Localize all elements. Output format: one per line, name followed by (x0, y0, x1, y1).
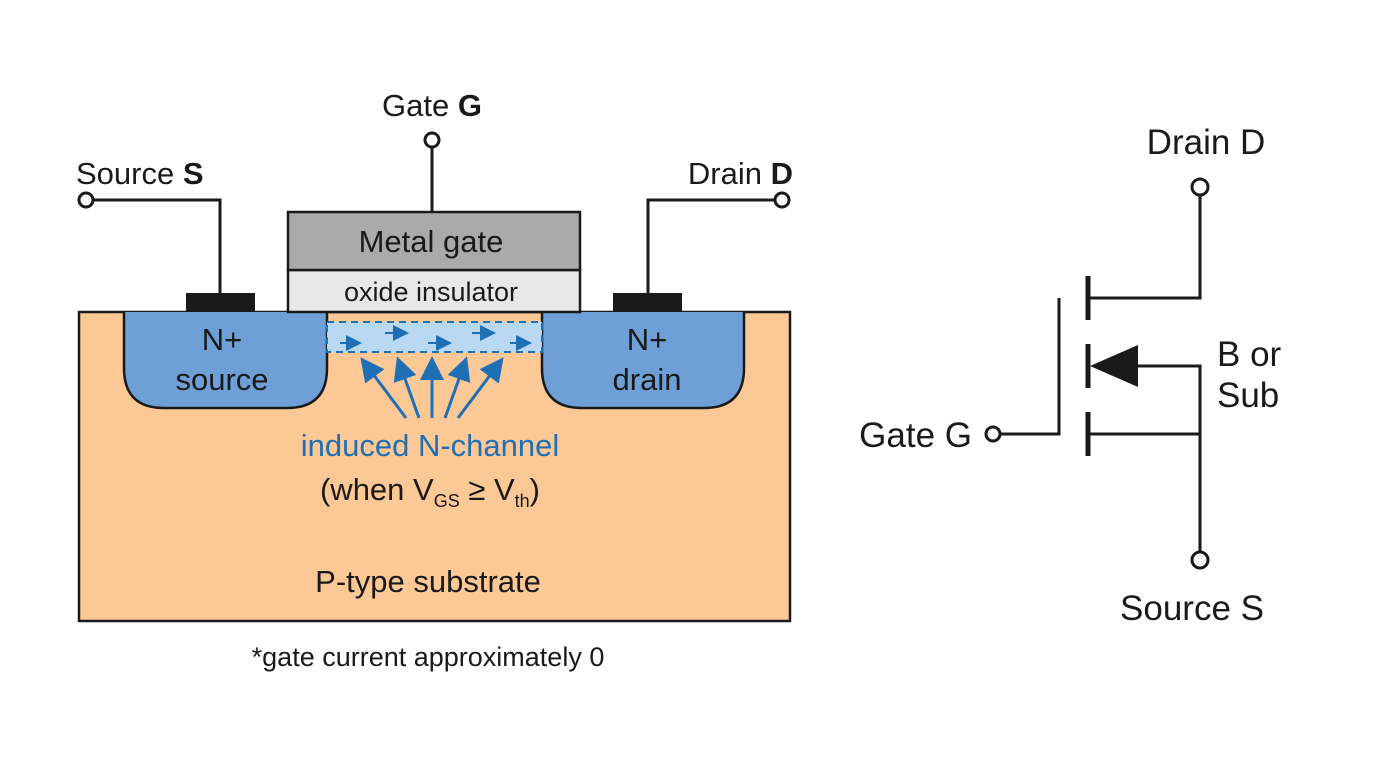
substrate-label: P-type substrate (315, 564, 541, 599)
drain-terminal-node (773, 191, 791, 209)
n-plus-source-region (122, 312, 329, 410)
drain-terminal-label: Drain D (688, 156, 793, 191)
oxide-label: oxide insulator (344, 277, 518, 307)
electron-flow-arrows (340, 325, 532, 351)
nmos-symbol: Drain D Gate G Source S B or Sub (859, 123, 1281, 628)
symbol-gate-terminal (984, 425, 1002, 443)
footnote: *gate current approximately 0 (252, 642, 605, 672)
drain-region-name: drain (613, 362, 682, 397)
symbol-body-label-line2: Sub (1217, 376, 1279, 415)
source-wire (93, 198, 222, 293)
symbol-body-wire (1136, 364, 1202, 434)
symbol-drain-terminal (1190, 177, 1210, 197)
source-region-name: source (175, 362, 268, 397)
metal-gate-layer (286, 210, 582, 272)
gate-terminal-label: Gate G (382, 88, 482, 123)
symbol-body-arrowhead (1090, 345, 1138, 387)
cross-section: Gate G Source S Drain D Metal gate oxide… (76, 88, 793, 672)
source-terminal-node (77, 191, 95, 209)
drain-contact (613, 293, 682, 312)
symbol-drain-label: Drain D (1147, 123, 1266, 162)
metal-gate-label: Metal gate (359, 224, 504, 259)
n-plus-drain-region (540, 312, 746, 410)
drain-region-n-plus: N+ (627, 322, 668, 357)
channel-condition: (when VGS ≥ Vth) (320, 472, 540, 511)
symbol-body-label-line1: B or (1217, 335, 1282, 374)
drain-wire (646, 198, 774, 293)
symbol-source-wire (1088, 432, 1202, 552)
source-terminal-label: Source S (76, 156, 204, 191)
symbol-source-terminal (1190, 550, 1210, 570)
field-arrows (360, 356, 504, 419)
symbol-source-label: Source S (1120, 589, 1264, 628)
oxide-insulator-layer (286, 268, 582, 314)
induced-channel (326, 321, 543, 353)
gate-terminal-node (423, 131, 441, 149)
source-region-n-plus: N+ (202, 322, 243, 357)
symbol-gate-lead (1000, 298, 1061, 436)
symbol-gate-label: Gate G (859, 416, 972, 455)
symbol-drain-wire (1088, 195, 1202, 300)
source-contact (186, 293, 255, 312)
channel-label: induced N-channel (301, 428, 560, 463)
